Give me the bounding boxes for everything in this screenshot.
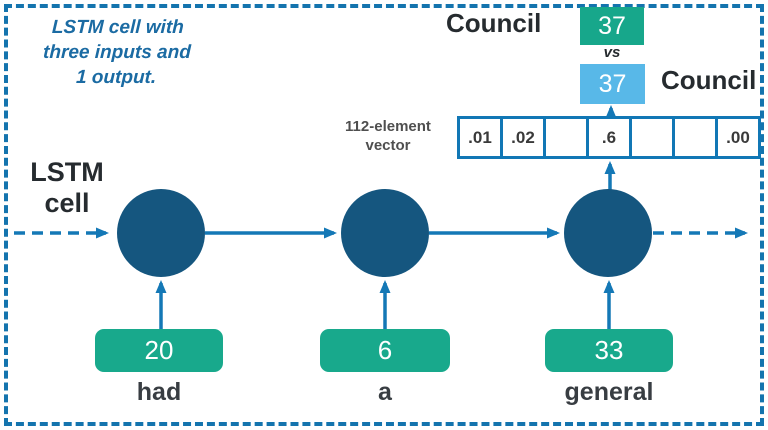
- input-token-box: 6: [320, 329, 450, 372]
- note-line: LSTM cell with: [51, 17, 185, 38]
- vector-label: 112-element vector: [326, 117, 450, 155]
- vector-cell: .01: [468, 127, 492, 147]
- lstm-node-3: [564, 189, 652, 277]
- predicted-value-box: 37: [580, 7, 644, 45]
- vector-cell: .02: [500, 119, 543, 156]
- lstm-label-line: cell: [44, 188, 90, 218]
- lstm-label-line: LSTM: [30, 157, 104, 187]
- vector-label-line: 112-element: [345, 118, 431, 135]
- input-token-box: 33: [545, 329, 673, 372]
- vector-cell: .6: [586, 119, 629, 156]
- actual-word-label: Council: [661, 65, 757, 95]
- annotation-note: LSTM cell with three inputs and 1 output…: [23, 15, 212, 90]
- lstm-node-1: [117, 189, 205, 277]
- predicted-word-label: Council: [446, 8, 542, 38]
- input-word-label: a: [378, 378, 392, 406]
- vs-label: vs: [603, 44, 621, 61]
- actual-value-box: 37: [580, 64, 645, 104]
- input-word-label: had: [136, 378, 182, 406]
- vector-label-line: vector: [365, 137, 411, 154]
- vector-cell: [543, 119, 586, 156]
- vector-cell: .00: [715, 119, 758, 156]
- vector-cell: [672, 119, 715, 156]
- lstm-cell-label: LSTM cell: [22, 157, 112, 219]
- input-word-label: general: [564, 378, 654, 406]
- vector-cell: [629, 119, 672, 156]
- note-line: 1 output.: [75, 67, 157, 88]
- note-line: three inputs and: [42, 42, 192, 63]
- lstm-node-2: [341, 189, 429, 277]
- input-token-box: 20: [95, 329, 223, 372]
- probability-vector: .01 .02 .6 .00: [457, 116, 761, 159]
